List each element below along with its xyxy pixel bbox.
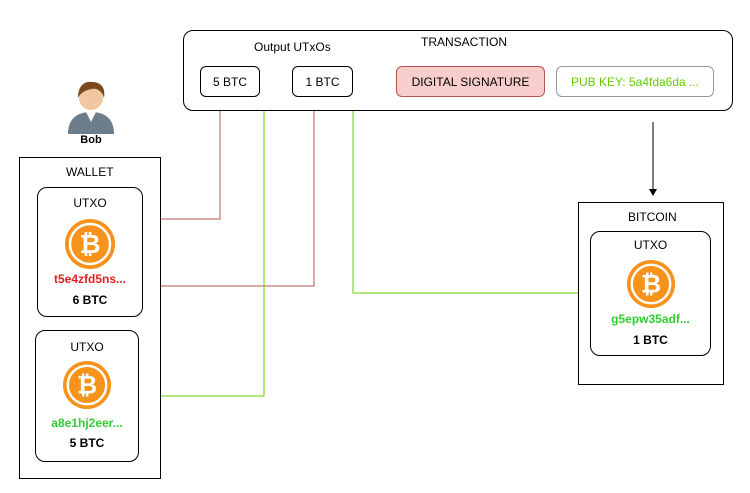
output-1btc: 1 BTC: [292, 66, 353, 97]
digital-signature: DIGITAL SIGNATURE: [396, 66, 545, 97]
outputs-label: Output UTxOs: [254, 40, 331, 54]
bitcoin-coin-icon: ₿: [626, 259, 676, 309]
svg-text:₿: ₿: [77, 372, 97, 400]
bitcoin-utxo-amount: 1 BTC: [633, 333, 668, 347]
bitcoin-utxo-label: UTXO: [633, 238, 668, 252]
transaction-title: TRANSACTION: [421, 35, 508, 49]
wallet-title: WALLET: [66, 165, 114, 179]
output-5btc: 5 BTC: [200, 66, 260, 97]
pub-key: PUB KEY: 5a4fda6da ...: [556, 66, 714, 97]
arrow-utxo1-to-1btc: [157, 102, 318, 287]
person-name: Bob: [80, 134, 102, 146]
arrow-1btc-to-bitcoin-utxo: [352, 98, 587, 297]
bitcoin-utxo-id: g5epw35adf...: [611, 312, 690, 326]
wallet-utxo-2-amount: 5 BTC: [69, 436, 105, 450]
wallet-utxo-1-id: t5e4zfd5ns...: [53, 272, 127, 286]
wallet-utxo-2-label: UTXO: [70, 340, 104, 354]
svg-text:₿: ₿: [79, 229, 100, 259]
person-bob: Bob: [62, 78, 120, 148]
bitcoin-title: BITCOIN: [628, 210, 677, 224]
wallet-utxo-1-label: UTXO: [73, 196, 107, 210]
bitcoin-coin-icon: ₿: [65, 219, 115, 269]
arrow-utxo1-to-5btc: [143, 102, 224, 220]
wallet-utxo-2-id: a8e1hj2eer...: [51, 416, 123, 430]
bitcoin-coin-icon: ₿: [62, 360, 112, 410]
svg-text:₿: ₿: [641, 271, 661, 299]
wallet-utxo-1-amount: 6 BTC: [72, 293, 108, 307]
user-avatar-icon: [68, 81, 114, 134]
